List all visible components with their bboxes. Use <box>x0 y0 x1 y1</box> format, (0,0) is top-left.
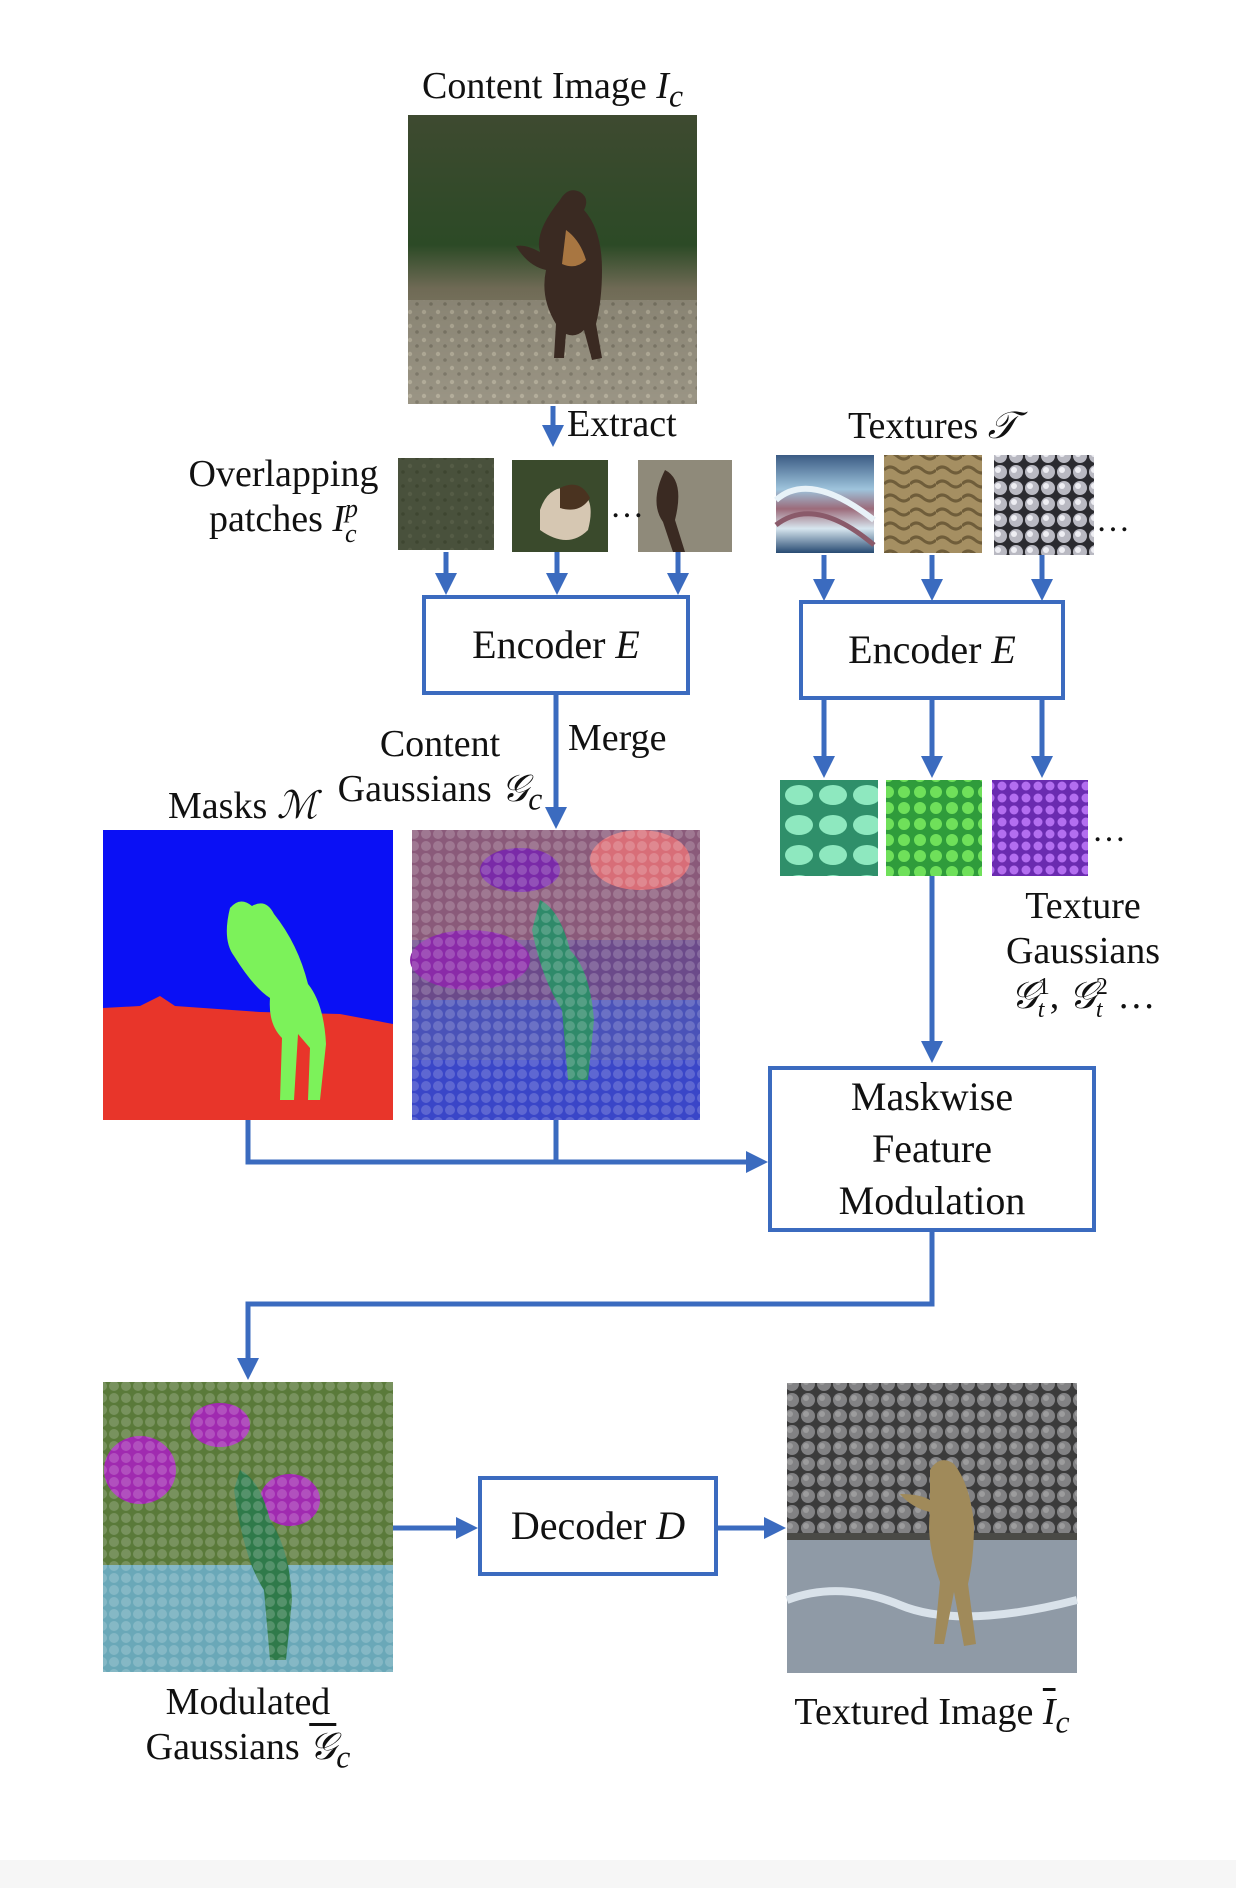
arrow-mask-to-mod <box>245 1120 768 1173</box>
texture-gaussians <box>780 780 1088 876</box>
merge-label: Merge <box>568 717 667 759</box>
modulated-gaussians-image <box>103 1382 393 1672</box>
encoder-left-box: Encoder E <box>422 595 690 695</box>
texture-gaussians-ellipsis: … <box>1092 812 1126 849</box>
decoder-box: Decoder D <box>478 1476 718 1576</box>
textured-image <box>785 1383 1078 1673</box>
encoder-right-box: Encoder E <box>799 600 1065 700</box>
cat-silhouette <box>516 190 602 360</box>
extract-label: Extract <box>567 403 677 445</box>
content-image <box>408 115 697 404</box>
masks-label: Masks ℳ <box>168 785 318 827</box>
textured-image-label: Textured Image Ic <box>794 1691 1070 1740</box>
content-patches <box>398 458 732 552</box>
textures-label: Textures 𝒯 <box>848 405 1017 447</box>
content-gaussians-image <box>410 830 700 1120</box>
maskwise-feature-modulation-box: Maskwise Feature Modulation <box>768 1066 1096 1232</box>
modulated-gaussians-label: Modulated Gaussians 𝒢c <box>145 1681 351 1775</box>
arrow-mod-to-modulated <box>237 1232 935 1380</box>
mask-image <box>103 830 393 1120</box>
footer-strip <box>0 1860 1236 1888</box>
content-gaussians-label: Content Gaussians 𝒢c <box>337 723 543 817</box>
textures-ellipsis: … <box>1096 502 1130 539</box>
texture-swatches <box>774 455 1094 555</box>
arrows <box>237 406 1053 1539</box>
patches-ellipsis: … <box>610 488 644 525</box>
content-image-label: Content Image Ic <box>422 65 683 114</box>
